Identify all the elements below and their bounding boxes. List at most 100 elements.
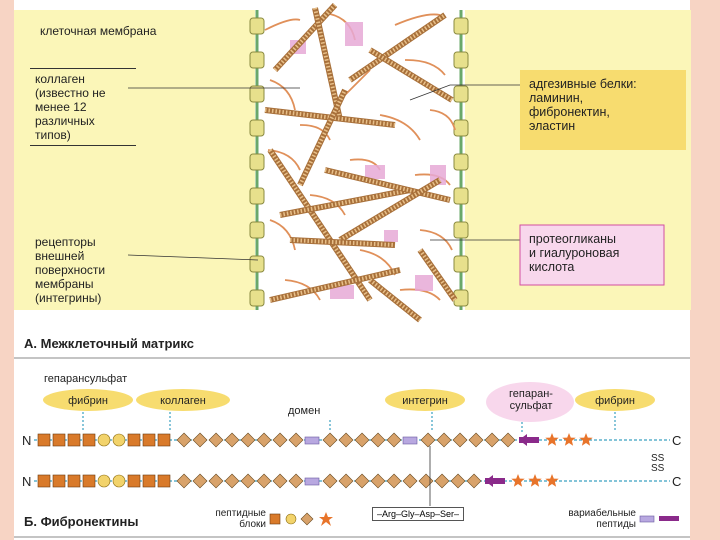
label-surface-receptors: рецепторы внешней поверхности мембраны (… xyxy=(35,235,106,305)
peptide-block-legend xyxy=(269,512,333,526)
type-i-module xyxy=(82,433,96,447)
elastin-strand xyxy=(394,13,441,26)
receptor-right xyxy=(453,255,469,273)
type-ii-module xyxy=(112,433,126,447)
type-iii-module xyxy=(370,473,386,489)
type-iii-module xyxy=(176,473,192,489)
label-heparansulfate-left: гепарансульфат xyxy=(44,373,128,385)
type-i-module xyxy=(37,474,51,488)
receptor-right xyxy=(453,187,469,205)
slide-frame-right xyxy=(690,0,720,540)
fibrin-binding-module xyxy=(579,433,593,446)
label-variable-peptides: вариабельные пептиды xyxy=(568,508,636,530)
collagen-striation xyxy=(279,188,411,217)
collagen-fibre xyxy=(338,177,442,243)
type-i-module xyxy=(52,474,66,488)
heparansulfate-pill xyxy=(486,382,574,422)
type-i-module xyxy=(52,433,66,447)
fibrin-binding-module xyxy=(545,474,559,487)
type-iii-module xyxy=(192,432,208,448)
collagen-fibre xyxy=(417,248,458,302)
type-i-module xyxy=(82,474,96,488)
type-iii-module xyxy=(354,473,370,489)
collagen-fibre xyxy=(368,47,454,103)
collagen-striation xyxy=(313,7,342,121)
variable-peptide-arrow xyxy=(519,434,527,446)
type-i-module xyxy=(37,433,51,447)
fibrin-binding-module xyxy=(528,474,542,487)
label-heparansulfate-right: гепаран- сульфат xyxy=(509,388,553,412)
type-i-module xyxy=(67,433,81,447)
label-proteoglycans: протеогликаны и гиалуроновая кислота xyxy=(529,232,620,274)
fibrin-binding-module xyxy=(545,433,559,446)
variable-peptide xyxy=(304,436,320,445)
label-cell-membrane: клеточная мембрана xyxy=(40,24,157,38)
type-iii-module xyxy=(224,473,240,489)
elastin-strand xyxy=(284,279,321,301)
type-iii-module xyxy=(386,473,402,489)
receptor-left xyxy=(249,187,265,205)
type-iii-module xyxy=(256,432,272,448)
fibronectin-chains xyxy=(34,432,670,489)
type-iii-module xyxy=(192,473,208,489)
type-iii-module xyxy=(288,432,304,448)
proteoglycan xyxy=(384,230,398,242)
receptor-left xyxy=(249,17,265,35)
label-peptide-blocks: пептидные блоки xyxy=(215,508,266,530)
collagen-fibres xyxy=(264,2,458,323)
type-ii-module xyxy=(97,433,111,447)
type-iii-module xyxy=(466,473,482,489)
type-iii-module xyxy=(272,432,288,448)
proteoglycan xyxy=(415,275,433,291)
receptor-right xyxy=(453,153,469,171)
type-iii-module xyxy=(224,432,240,448)
fibrin-left-pill xyxy=(43,389,133,411)
collagen-striation xyxy=(298,89,347,186)
collagen-striation xyxy=(273,3,337,72)
panel-b-title: Б. Фибронектины xyxy=(24,514,139,529)
type-iii-module xyxy=(354,432,370,448)
collagen-striation xyxy=(264,108,396,127)
label-collagen: коллаген (известно не менее 12 различных… xyxy=(30,68,136,146)
elastin-strand xyxy=(379,114,421,141)
slide-frame-left xyxy=(0,0,14,540)
type-i-module xyxy=(142,474,156,488)
collagen-fibre xyxy=(267,148,373,302)
type-iii-module xyxy=(240,432,256,448)
integrin-receptors xyxy=(249,17,469,307)
variable-peptide-arrow xyxy=(485,475,493,487)
label-adhesive-proteins: адгезивные белки: ламинин, фибронектин, … xyxy=(529,77,637,133)
type-i-module xyxy=(127,433,141,447)
disulfide-2: SS xyxy=(651,463,665,474)
integrin-pill xyxy=(385,389,465,411)
type-iii-module xyxy=(418,473,434,489)
type-iii-module xyxy=(484,432,500,448)
receptor-left xyxy=(249,153,265,171)
variable-peptide-legend xyxy=(639,515,679,523)
type-iii-module xyxy=(288,473,304,489)
type-i-module xyxy=(142,433,156,447)
type-iii-module xyxy=(450,473,466,489)
type-iii-module xyxy=(338,473,354,489)
receptor-right xyxy=(453,17,469,35)
receptor-right xyxy=(453,85,469,103)
type-iii-module xyxy=(370,432,386,448)
type-iii-module xyxy=(338,432,354,448)
type-iii-module xyxy=(420,432,436,448)
receptor-left xyxy=(249,119,265,137)
pill-fibrin-right: фибрин xyxy=(595,395,635,407)
collagen-striation xyxy=(289,238,396,247)
type-i-module xyxy=(67,474,81,488)
receptor-right xyxy=(453,221,469,239)
proteoglycan xyxy=(330,285,354,299)
elastin-strand xyxy=(269,219,296,251)
variable-peptide xyxy=(519,437,539,443)
receptor-right xyxy=(453,119,469,137)
type-iii-module xyxy=(208,473,224,489)
panel-a-title: А. Межклеточный матрикс xyxy=(24,336,194,351)
collagen-striation xyxy=(324,168,451,202)
receptor-left xyxy=(249,221,265,239)
variable-peptide xyxy=(304,477,320,486)
elastin-strand xyxy=(264,18,301,31)
